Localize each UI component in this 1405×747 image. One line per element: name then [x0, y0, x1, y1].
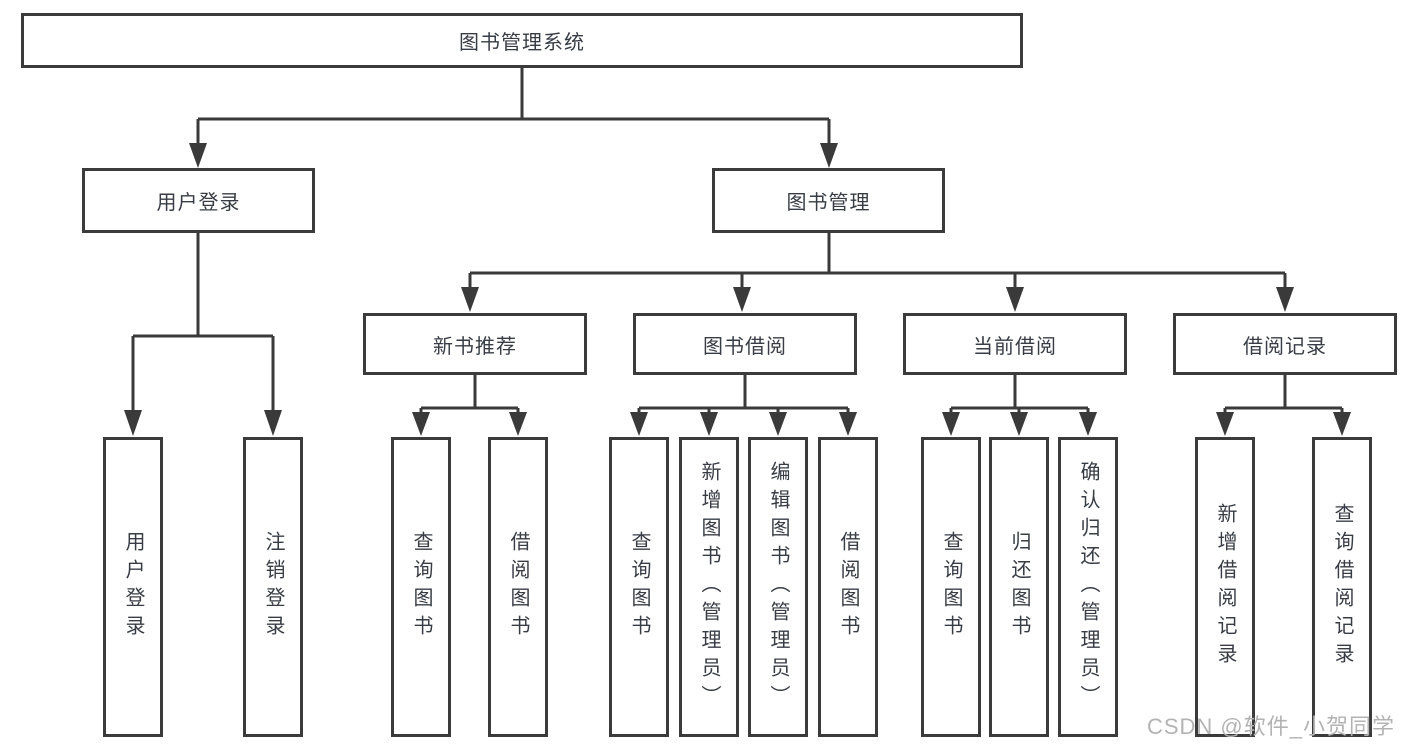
- node-label: 新增图书（管理员）: [698, 461, 720, 713]
- node-label: 查询图书: [410, 531, 432, 643]
- node-label: 新增借阅记录: [1214, 503, 1236, 671]
- node-label: 确认归还（管理员）: [1077, 461, 1099, 713]
- node-label: 查询借阅记录: [1331, 503, 1353, 671]
- node-leaf-query-books-borrowing: 查询图书: [609, 437, 669, 737]
- node-borrowing-records: 借阅记录: [1173, 313, 1397, 375]
- node-leaf-return-books: 归还图书: [989, 437, 1049, 737]
- node-leaf-user-login: 用户登录: [103, 437, 163, 737]
- node-new-book-recommend: 新书推荐: [363, 313, 587, 375]
- node-label: 用户登录: [156, 192, 241, 214]
- node-label: 编辑图书（管理员）: [767, 461, 789, 713]
- node-leaf-edit-books-admin: 编辑图书（管理员）: [748, 437, 808, 737]
- node-label: 用户登录: [122, 531, 144, 643]
- connector-current-fork: [949, 375, 1090, 414]
- node-leaf-add-borrow-record: 新增借阅记录: [1195, 437, 1255, 737]
- node-leaf-add-books-admin: 新增图书（管理员）: [679, 437, 739, 737]
- node-leaf-borrow-books-recommend: 借阅图书: [488, 437, 548, 737]
- connector-borrowing-fork: [637, 375, 850, 414]
- node-label: 新书推荐: [433, 335, 517, 358]
- node-label: 当前借阅: [973, 335, 1057, 358]
- csdn-watermark: CSDN @软件_小贺同学: [1146, 714, 1395, 739]
- node-label: 注销登录: [262, 531, 284, 643]
- node-leaf-query-borrow-record: 查询借阅记录: [1312, 437, 1372, 737]
- connector-records-fork: [1223, 375, 1344, 414]
- node-current-borrowing: 当前借阅: [903, 313, 1127, 375]
- node-label: 图书管理系统: [459, 32, 585, 54]
- connector-bookmgmt-bus: [468, 233, 1287, 289]
- node-label: 图书管理: [786, 192, 871, 214]
- node-label: 借阅图书: [837, 531, 859, 643]
- node-label: 图书借阅: [703, 335, 787, 358]
- node-leaf-query-books-current: 查询图书: [921, 437, 981, 737]
- node-leaf-query-books-recommend: 查询图书: [391, 437, 451, 737]
- node-label: 归还图书: [1008, 531, 1030, 643]
- node-label: 借阅图书: [507, 531, 529, 643]
- node-library-management-system: 图书管理系统: [21, 13, 1023, 68]
- node-leaf-confirm-return-admin: 确认归还（管理员）: [1058, 437, 1118, 737]
- connector-userlogin-fork: [131, 233, 275, 412]
- node-book-management: 图书管理: [712, 168, 945, 233]
- node-user-login: 用户登录: [82, 168, 315, 233]
- connector-root-stem: [196, 68, 831, 146]
- node-leaf-logout: 注销登录: [243, 437, 303, 737]
- node-label: 查询图书: [940, 531, 962, 643]
- connector-newbook-fork: [419, 375, 520, 414]
- node-label: 查询图书: [628, 531, 650, 643]
- node-book-borrowing: 图书借阅: [633, 313, 857, 375]
- node-leaf-borrow-books: 借阅图书: [818, 437, 878, 737]
- node-label: 借阅记录: [1243, 335, 1327, 358]
- arrowheads: [124, 143, 1351, 436]
